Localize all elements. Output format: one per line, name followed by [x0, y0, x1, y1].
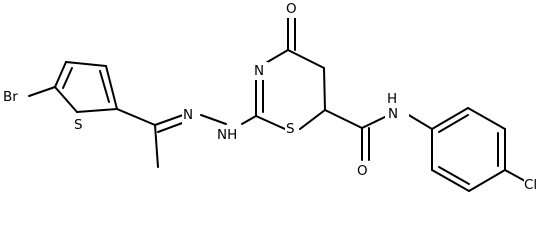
atom-cl: Cl: [524, 177, 537, 193]
bond-n2-c2ring: [241, 115, 257, 125]
bond-c4-c5ring: [287, 49, 325, 69]
atom-labels: Br S N NH N O S O H NH N Cl: [2, 0, 544, 193]
bond-ph-1-2: [431, 107, 469, 130]
bond-c2-c3-inner: [99, 70, 110, 103]
bond-ph-1-2-inner: [438, 114, 469, 133]
bond-ph-4-5: [468, 169, 506, 192]
atom-o-amide: O: [357, 163, 368, 179]
atom-n-imine: N: [254, 63, 264, 79]
atom-s-thiophene: S: [74, 117, 83, 133]
bond-nh-cipso: [406, 113, 433, 130]
bond-c2-c3: [105, 65, 118, 110]
bond-c2ring-sring: [255, 115, 286, 130]
bond-c6ring-sring: [299, 109, 326, 130]
bond-ph-2-3: [467, 107, 506, 130]
atom-nh-hydrazone: NH: [217, 127, 237, 143]
bond-nring-c4: [263, 49, 289, 65]
bond-s-c2: [76, 108, 118, 113]
atom-s-ring: S: [286, 121, 295, 137]
chemical-structure: Br S N NH N O S O H NH N Cl: [2, 0, 544, 193]
bond-br-c5: [28, 86, 56, 97]
atom-n-amide-letter: N: [388, 106, 398, 122]
atom-n-hydrazone-1: N: [183, 107, 193, 123]
bond-ph-5-6: [431, 169, 470, 192]
bond-lines: [28, 17, 526, 192]
atom-br: Br: [3, 89, 18, 105]
atom-o-ketone: O: [286, 1, 297, 17]
bond-ph-4-cl: [504, 169, 526, 182]
atom-h-amide: H: [387, 91, 397, 107]
bond-c3-c4: [65, 61, 107, 67]
bond-c4-c5: [54, 61, 67, 88]
bond-ph-5-6-inner: [438, 166, 470, 185]
bond-n1-n2: [200, 114, 227, 125]
bond-c4-c5-inner: [62, 67, 73, 89]
bond-cimine-n1-inner: [157, 121, 186, 133]
bond-cimine-n1: [154, 114, 184, 126]
bond-c5-s: [54, 86, 78, 113]
bond-c5ring-c6ring: [323, 67, 326, 111]
bond-c2-cimine: [116, 108, 156, 126]
bond-c6ring-camide: [324, 109, 363, 129]
bond-cimine-methyl: [154, 124, 159, 168]
bond-camide-nh: [361, 115, 388, 129]
